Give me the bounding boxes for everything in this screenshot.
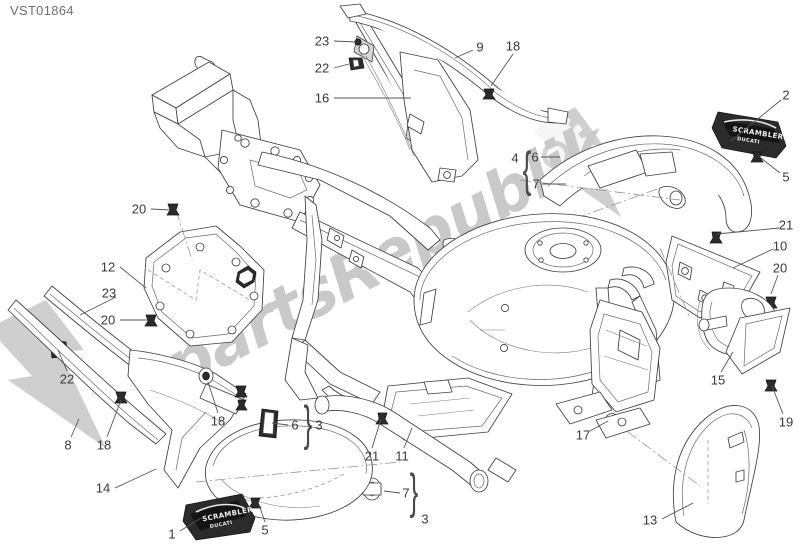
leader-line bbox=[383, 490, 401, 494]
callout-number-21[interactable]: 21 bbox=[364, 448, 380, 464]
part-18-fastener-d bbox=[235, 399, 248, 411]
callout-number-15[interactable]: 15 bbox=[710, 372, 726, 388]
part-18-fastener-a bbox=[114, 391, 128, 404]
leader-line bbox=[730, 99, 782, 142]
diagram-code-label: VST01864 bbox=[10, 3, 74, 18]
leader-line bbox=[771, 385, 784, 415]
leader-line bbox=[333, 40, 357, 43]
callout-number-17[interactable]: 17 bbox=[575, 427, 591, 443]
callout-number-4[interactable]: 4 bbox=[511, 150, 519, 166]
callout-number-20[interactable]: 20 bbox=[772, 260, 788, 276]
leader-line bbox=[106, 399, 122, 438]
callout-number-21[interactable]: 21 bbox=[778, 217, 794, 233]
part-21-fastener-right bbox=[709, 231, 723, 244]
callout-number-8[interactable]: 8 bbox=[64, 437, 72, 453]
badge-text-secondary: DUCATI bbox=[209, 520, 233, 530]
part-2-scrambler-badge: SCRAMBLER DUCATI bbox=[711, 111, 787, 159]
callout-number-10[interactable]: 10 bbox=[772, 238, 788, 254]
callout-number-12[interactable]: 12 bbox=[100, 259, 116, 275]
part-18-fastener bbox=[482, 88, 496, 100]
part-21-fastener-center bbox=[375, 412, 389, 425]
callout-number-18[interactable]: 18 bbox=[210, 413, 226, 429]
leader-line bbox=[150, 208, 171, 211]
part-13-rear-fairing bbox=[611, 405, 761, 538]
callout-number-18[interactable]: 18 bbox=[505, 38, 521, 54]
leader-line bbox=[589, 420, 609, 432]
part-19-fastener-right bbox=[764, 379, 778, 392]
grouping-brace: } bbox=[409, 462, 419, 520]
callout-number-5[interactable]: 5 bbox=[782, 169, 790, 185]
leader-line bbox=[760, 157, 781, 174]
leader-line bbox=[257, 501, 266, 523]
leader-line bbox=[403, 427, 413, 449]
callout-number-3[interactable]: 3 bbox=[315, 417, 323, 433]
callout-number-18[interactable]: 18 bbox=[96, 437, 112, 453]
callout-number-20[interactable]: 20 bbox=[100, 312, 116, 328]
grouping-brace: } bbox=[303, 394, 313, 452]
leader-line bbox=[454, 49, 474, 59]
part-6-rubber-pad bbox=[258, 408, 279, 439]
callout-number-5[interactable]: 5 bbox=[261, 522, 269, 538]
leader-line bbox=[716, 227, 780, 235]
callout-number-20[interactable]: 20 bbox=[131, 201, 147, 217]
part-15-headlight-holder bbox=[697, 287, 791, 375]
leader-line bbox=[770, 274, 779, 295]
callout-number-11[interactable]: 11 bbox=[395, 448, 409, 464]
callout-number-1[interactable]: 1 bbox=[168, 526, 176, 542]
part-5-screw-right bbox=[750, 151, 764, 163]
part-12-side-cover bbox=[143, 209, 265, 347]
part-1-scrambler-badge: SCRAMBLER DUCATI bbox=[182, 493, 256, 541]
leader-line bbox=[207, 381, 219, 414]
leader-line bbox=[333, 63, 350, 69]
rear-subframe-assembly bbox=[151, 56, 479, 415]
callout-number-19[interactable]: 19 bbox=[778, 414, 794, 430]
leader-line bbox=[490, 53, 514, 87]
leader-line bbox=[114, 468, 157, 489]
leader-line bbox=[720, 351, 734, 373]
callout-number-6[interactable]: 6 bbox=[531, 149, 539, 165]
leader-line bbox=[271, 422, 289, 426]
part-22-top-clip bbox=[348, 57, 365, 71]
callout-number-2[interactable]: 2 bbox=[782, 87, 790, 103]
callout-number-23[interactable]: 23 bbox=[101, 285, 117, 301]
part-9-curved-bar bbox=[339, 3, 569, 125]
rear-suspension-area bbox=[555, 266, 661, 439]
leader-line bbox=[371, 418, 382, 449]
part-18-fastener-b bbox=[198, 367, 214, 385]
callout-number-6[interactable]: 6 bbox=[291, 417, 299, 433]
part-16-panel bbox=[399, 51, 479, 183]
callout-number-7[interactable]: 7 bbox=[402, 485, 410, 501]
callout-number-13[interactable]: 13 bbox=[642, 512, 658, 528]
callout-number-23[interactable]: 23 bbox=[314, 33, 330, 49]
callout-number-9[interactable]: 9 bbox=[476, 39, 484, 55]
callout-number-16[interactable]: 16 bbox=[314, 90, 330, 106]
badge-text-secondary-2: DUCATI bbox=[737, 136, 761, 146]
part-18-fastener-c bbox=[234, 385, 248, 398]
leader-line bbox=[732, 248, 774, 269]
leader-line bbox=[119, 266, 147, 289]
grouping-brace: { bbox=[522, 140, 532, 198]
callout-number-22[interactable]: 22 bbox=[314, 60, 330, 76]
leader-line bbox=[179, 517, 202, 532]
callout-number-14[interactable]: 14 bbox=[95, 480, 111, 496]
leader-line bbox=[661, 502, 694, 520]
exhaust-pipe bbox=[314, 395, 517, 493]
part-11-heat-shield bbox=[381, 377, 513, 441]
part-20-fastener-left-lower bbox=[144, 314, 158, 327]
leader-line bbox=[70, 418, 80, 438]
callout-number-3[interactable]: 3 bbox=[421, 511, 429, 527]
callout-number-7[interactable]: 7 bbox=[532, 176, 540, 192]
callout-number-22[interactable]: 22 bbox=[59, 371, 75, 387]
